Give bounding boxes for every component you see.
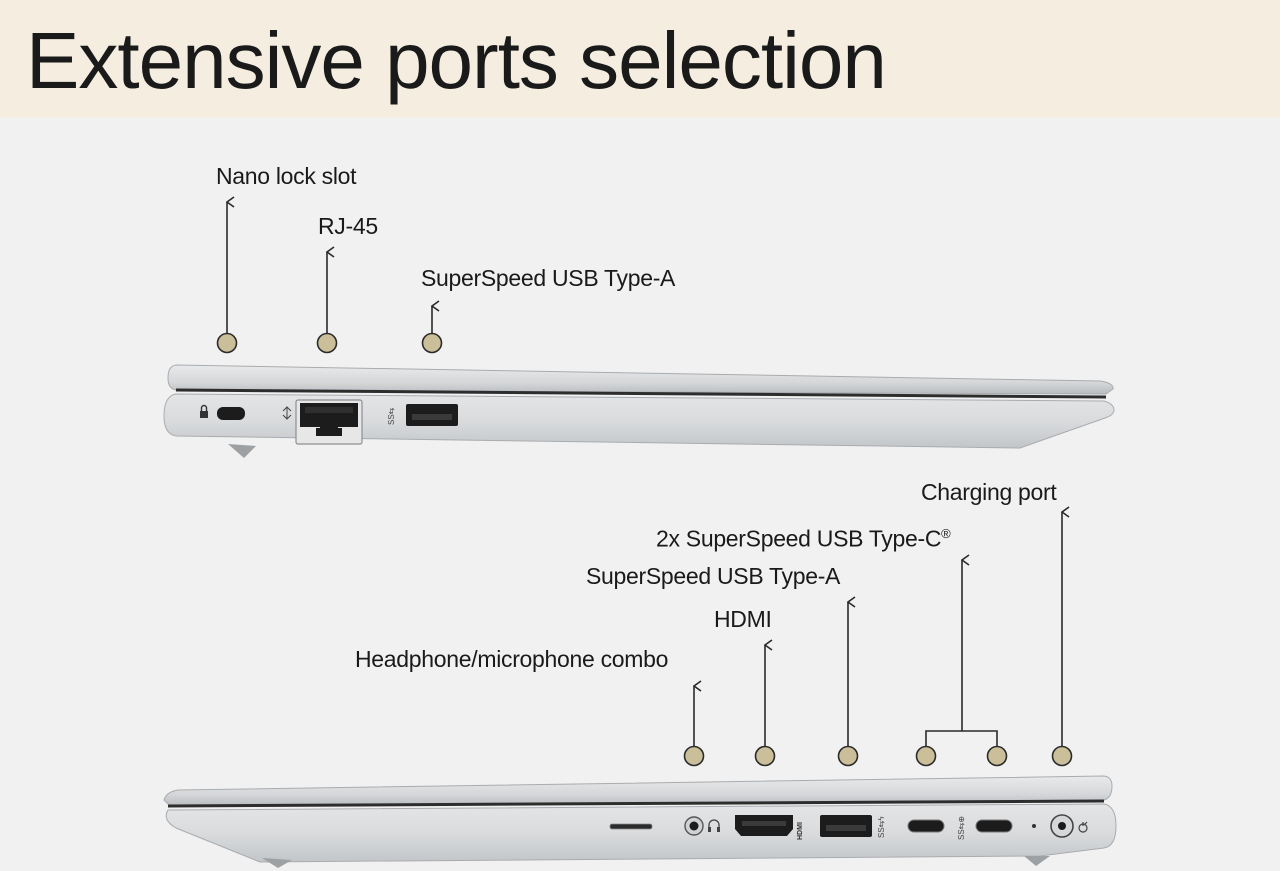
superspeed-usb-charge-icon: SS⇆ϟ xyxy=(877,816,886,838)
card-reader-slot xyxy=(609,823,653,830)
svg-text:SS⇆: SS⇆ xyxy=(387,407,396,425)
label-charging-port: Charging port xyxy=(921,479,1057,505)
rj45-port xyxy=(295,399,363,445)
markers-left xyxy=(216,332,443,354)
marker-usb-c-2 xyxy=(986,745,1008,767)
superspeed-usb-icon: SS⇆ xyxy=(387,407,396,425)
marker-charging xyxy=(1051,745,1073,767)
callouts-right xyxy=(694,512,1062,746)
power-icon xyxy=(1078,821,1088,833)
label-nano-lock-slot: Nano lock slot xyxy=(216,163,357,189)
callouts-left xyxy=(227,202,432,333)
markers-right xyxy=(683,745,1073,767)
marker-headphone xyxy=(683,745,705,767)
label-hdmi: HDMI xyxy=(714,606,772,632)
network-icon xyxy=(282,406,292,420)
charge-led xyxy=(1032,824,1036,828)
headphone-icon xyxy=(708,819,720,832)
header-banner: Extensive ports selection xyxy=(0,0,1280,118)
marker-usb-c-1 xyxy=(915,745,937,767)
label-usb-a-left: SuperSpeed USB Type-A xyxy=(421,265,676,291)
superspeed-usb-c-icon: SS⇆⊕ xyxy=(957,816,966,840)
hdmi-port xyxy=(735,815,793,836)
laptop-left-side: SS⇆ xyxy=(163,364,1115,458)
laptop-right-side: HDMI SS⇆ϟ SS⇆⊕ xyxy=(163,775,1117,868)
marker-usb-a-left xyxy=(421,332,443,354)
registered-mark: ® xyxy=(941,526,951,541)
nano-lock-slot xyxy=(217,407,245,420)
page-title: Extensive ports selection xyxy=(26,16,887,105)
usb-a-port-left xyxy=(406,404,458,426)
marker-nano-lock xyxy=(216,332,238,354)
label-headphone-combo: Headphone/microphone combo xyxy=(355,646,669,672)
label-usb-a-right: SuperSpeed USB Type-A xyxy=(586,563,841,589)
hdmi-logo-icon: HDMI xyxy=(797,822,804,840)
lock-icon xyxy=(200,404,208,418)
marker-usb-a-right xyxy=(837,745,859,767)
label-usb-c: 2x SuperSpeed USB Type-C® xyxy=(656,520,951,553)
charging-port xyxy=(1050,814,1074,838)
usb-c-port-1 xyxy=(907,819,945,833)
marker-rj45 xyxy=(316,332,338,354)
label-usb-c-text: 2x SuperSpeed USB Type-C xyxy=(656,525,942,552)
label-rj45: RJ-45 xyxy=(318,213,378,239)
usb-a-port-right xyxy=(820,815,872,837)
marker-hdmi xyxy=(754,745,776,767)
usb-c-port-2 xyxy=(975,819,1013,833)
headphone-jack xyxy=(684,816,704,836)
